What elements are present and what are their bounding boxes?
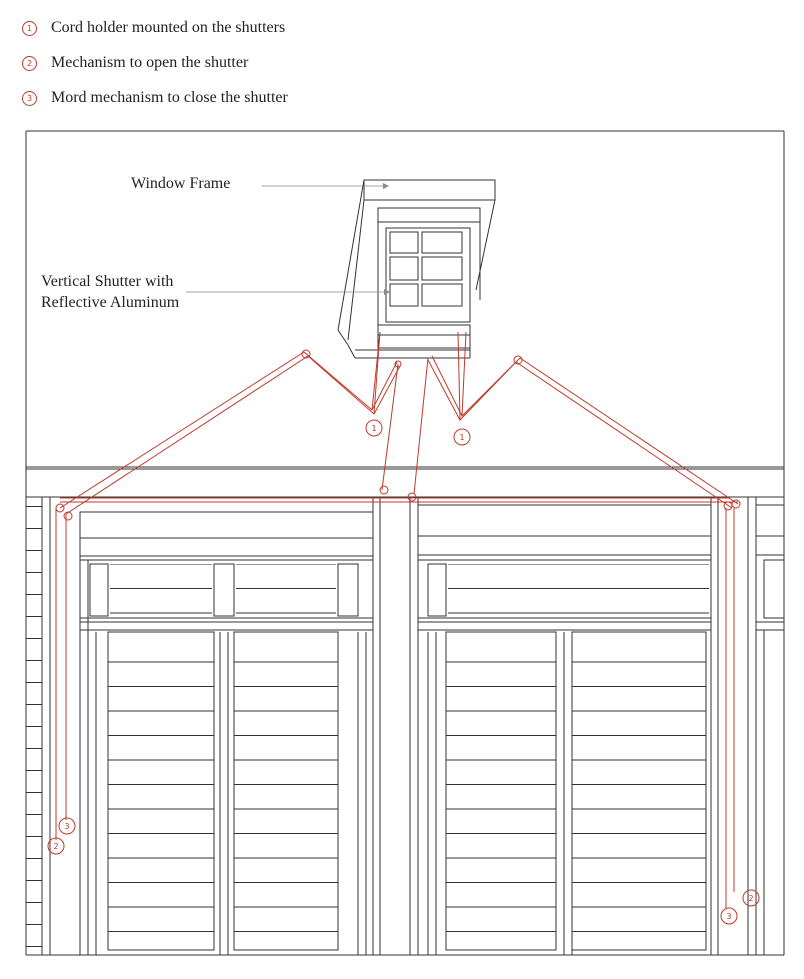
- callout-number: 3: [64, 822, 69, 831]
- callout-number: 2: [748, 894, 753, 903]
- callout-cord-holder-left: 1: [365, 419, 383, 437]
- callout-open-left: 2: [47, 837, 65, 855]
- shutter-wall: [26, 497, 785, 955]
- legend-marker: 1: [22, 20, 37, 36]
- callout-number: 3: [726, 912, 731, 921]
- window-frame-label: Window Frame: [131, 175, 230, 192]
- legend-item-close-mechanism: 3 Mord mechanism to close the shutter: [22, 86, 288, 110]
- skylight-panes: [389, 231, 463, 307]
- vertical-shutter-label-line2: Reflective Aluminum: [41, 294, 180, 311]
- cord-system: [55, 331, 741, 908]
- callout-number: 2: [53, 842, 58, 851]
- legend-item-cord-holder: 1 Cord holder mounted on the shutters: [22, 16, 285, 40]
- callout-number: 1: [371, 424, 376, 433]
- label-leaders: [186, 183, 390, 295]
- legend-label: Mechanism to open the shutter: [51, 54, 249, 71]
- legend-marker: 3: [22, 90, 37, 106]
- ceiling-beam: [26, 466, 784, 498]
- legend-marker: 2: [22, 55, 37, 71]
- callout-cord-holder-right: 1: [453, 428, 471, 446]
- legend-label: Cord holder mounted on the shutters: [51, 19, 286, 36]
- skylight-window: [337, 179, 496, 359]
- callout-close-left: 3: [58, 817, 76, 835]
- callout-close-right: 3: [720, 907, 738, 925]
- callout-open-right: 2: [742, 889, 760, 907]
- legend-item-open-mechanism: 2 Mechanism to open the shutter: [22, 51, 248, 75]
- vertical-shutter-label-line1: Vertical Shutter with: [41, 273, 173, 290]
- legend-label: Mord mechanism to close the shutter: [51, 89, 288, 106]
- callout-number: 1: [459, 433, 464, 442]
